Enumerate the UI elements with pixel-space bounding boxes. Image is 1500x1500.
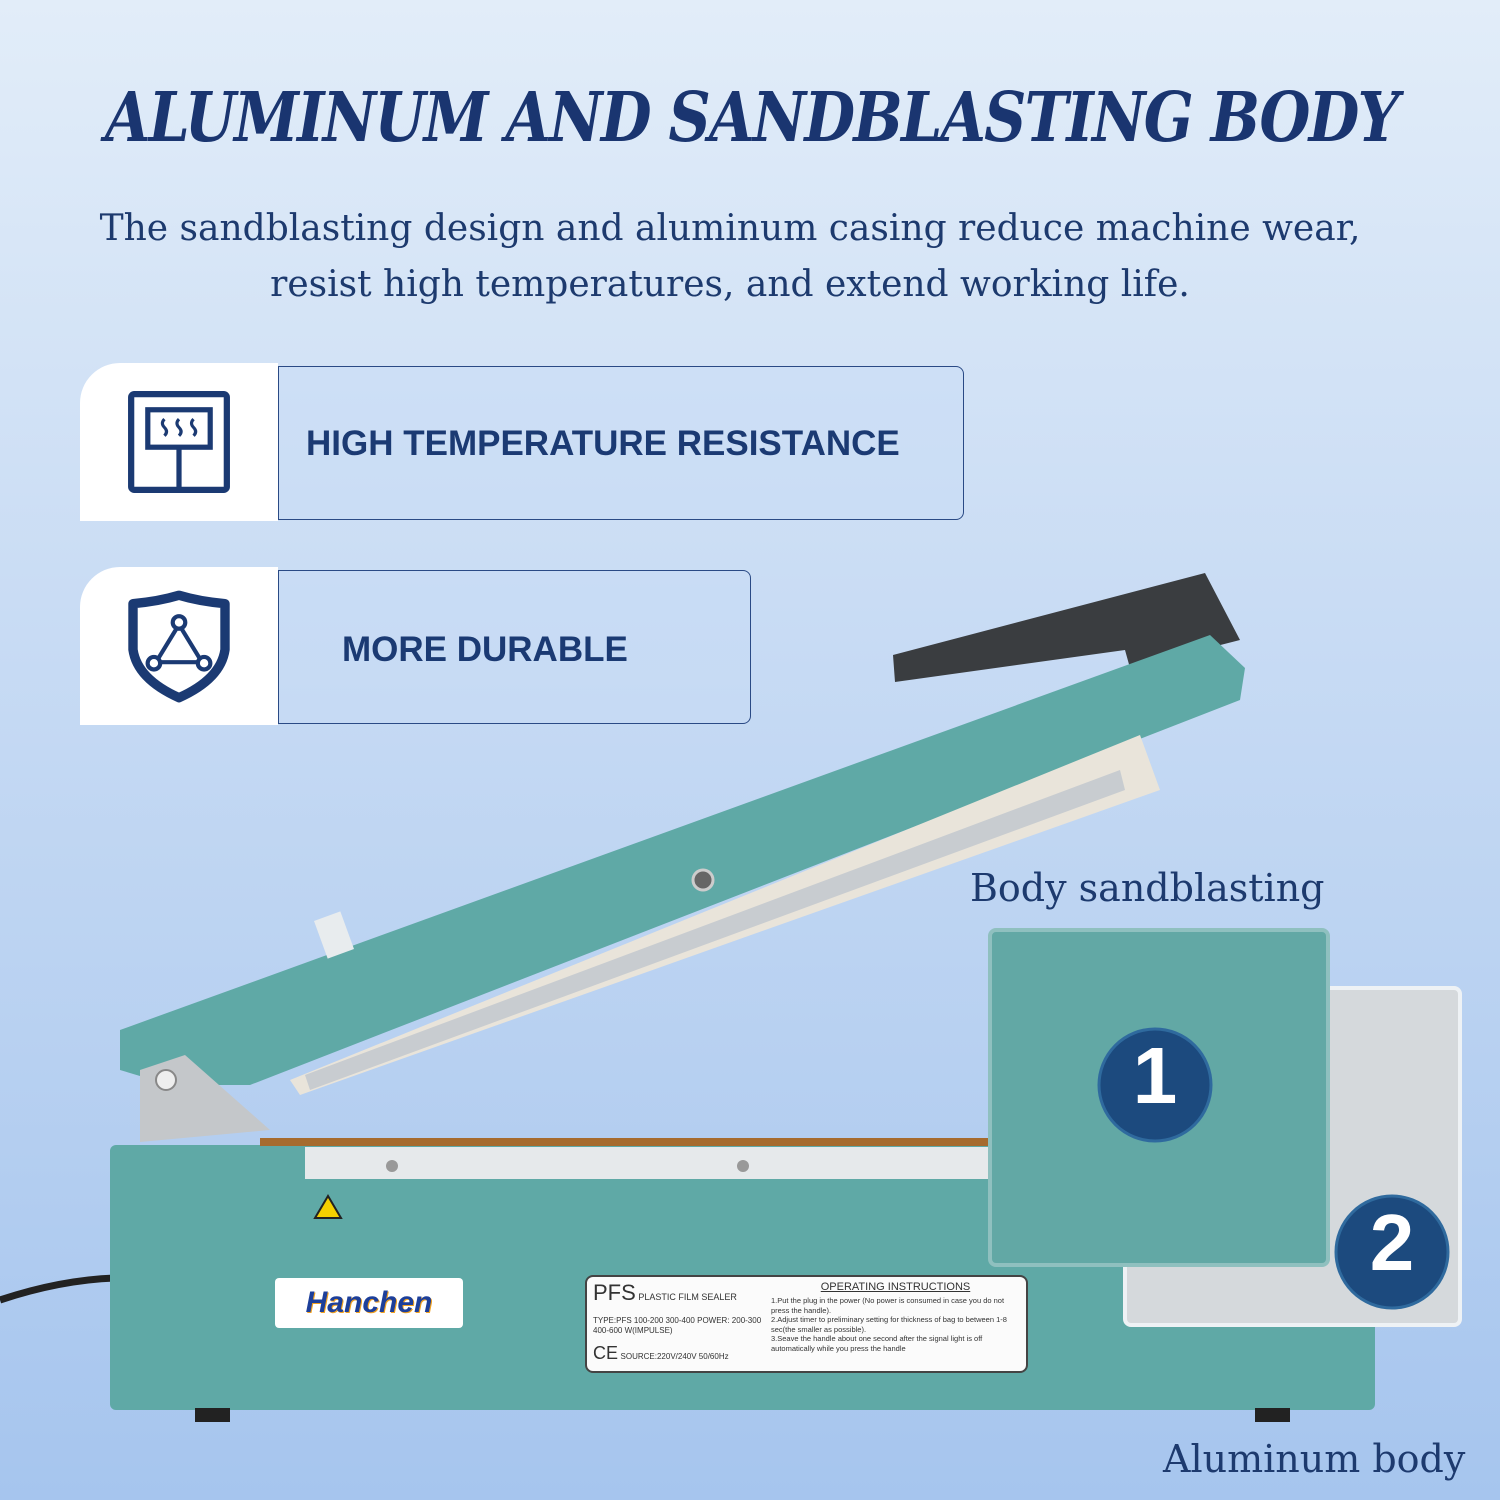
- plate-power-unit: W(IMPULSE): [624, 1326, 673, 1335]
- feature-icon-box: [80, 363, 278, 521]
- feature-icon-box: [80, 567, 278, 725]
- feature-label: MORE DURABLE: [342, 630, 628, 669]
- plate-power-values: 200-300 400-600: [593, 1316, 762, 1335]
- plate-source: SOURCE:220V/240V 50/60Hz: [620, 1352, 729, 1361]
- handle-grip: [893, 573, 1240, 682]
- callout-body-sandblasting: Body sandblasting: [970, 866, 1325, 910]
- callout-aluminum-body: Aluminum body: [1163, 1437, 1466, 1481]
- upper-arm: [120, 635, 1245, 1085]
- shield-triangle-icon: [128, 590, 230, 702]
- brand-logo: Hanchen: [275, 1278, 463, 1328]
- timer-knob[interactable]: [314, 911, 354, 959]
- plate-model: PFS: [593, 1280, 636, 1305]
- plate-type-sizes: 100-200 300-400: [633, 1316, 695, 1325]
- plate-name: PLASTIC FILM SEALER: [638, 1292, 737, 1302]
- pivot-screw: [691, 868, 715, 892]
- badge-2: [1334, 1194, 1450, 1310]
- instruction-item: 1.Put the plug in the power (No power is…: [771, 1296, 1005, 1315]
- instructions-title: OPERATING INSTRUCTIONS: [820, 1281, 971, 1293]
- badge-1-label: 1: [1132, 1031, 1178, 1120]
- plate-type: TYPE:PFS: [593, 1316, 632, 1325]
- instruction-item: 2.Adjust timer to preliminary setting fo…: [771, 1315, 1007, 1334]
- power-cord: [0, 1274, 116, 1304]
- rating-plate: PFS PLASTIC FILM SEALER TYPE:PFS 100-200…: [585, 1275, 1028, 1373]
- heating-element: [305, 770, 1125, 1090]
- heat-panel-icon: [128, 391, 230, 493]
- feature-card-more-durable: MORE DURABLE: [278, 570, 751, 724]
- ce-mark: CE: [593, 1343, 619, 1363]
- feature-label: HIGH TEMPERATURE RESISTANCE: [306, 424, 900, 463]
- subtitle-line-2: resist high temperatures, and extend wor…: [270, 264, 1190, 305]
- page-title: ALUMINUM AND SANDBLASTING BODY: [105, 78, 1399, 158]
- badge-1: [1097, 1027, 1213, 1143]
- instruction-item: 3.Seave the handle about one second afte…: [771, 1334, 983, 1353]
- feature-card-high-temperature: HIGH TEMPERATURE RESISTANCE: [278, 366, 964, 520]
- lower-jaw: [305, 1147, 995, 1179]
- plate-power: POWER:: [697, 1316, 730, 1325]
- subtitle-line-1: The sandblasting design and aluminum cas…: [99, 208, 1361, 249]
- teflon-strip: [260, 1138, 1000, 1146]
- badge-2-label: 2: [1369, 1198, 1415, 1287]
- warning-icon: [313, 1194, 343, 1219]
